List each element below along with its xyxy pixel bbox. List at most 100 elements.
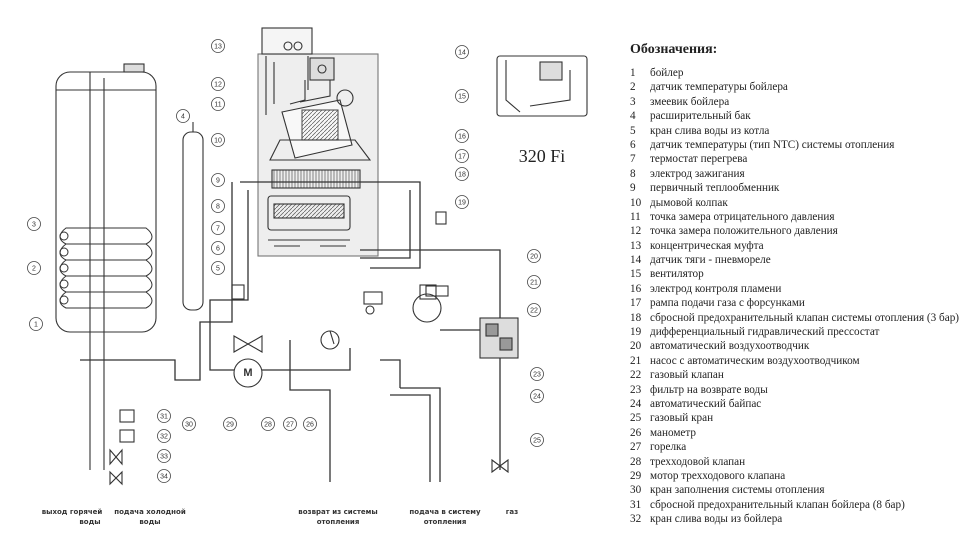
circulation-pump bbox=[412, 284, 442, 323]
callout-number: 3 bbox=[32, 222, 36, 229]
callout-circle bbox=[211, 97, 225, 111]
pressure-gauge bbox=[320, 330, 340, 350]
legend-item-text: датчик температуры бойлера bbox=[650, 81, 788, 94]
three-way-valve bbox=[233, 335, 263, 388]
callout-number: 14 bbox=[458, 50, 466, 57]
legend-item: 24 автоматический байпас bbox=[630, 397, 955, 411]
bottom-connection-labels: выход горячей воды подача холодной воды … bbox=[42, 508, 519, 526]
heating-return-label-line2: отопления bbox=[317, 518, 360, 526]
callout-circle bbox=[211, 77, 225, 91]
callout-circle bbox=[530, 433, 544, 447]
legend-item-number: 25 bbox=[630, 412, 642, 425]
callout-number: 16 bbox=[458, 134, 466, 141]
callout-number: 22 bbox=[530, 308, 538, 315]
draft-pressure-switch bbox=[289, 57, 335, 105]
primary-heat-exchanger bbox=[269, 139, 372, 189]
legend-item-text: газовый клапан bbox=[650, 369, 724, 382]
legend-item-text: бойлер bbox=[650, 67, 684, 79]
callout-circle bbox=[455, 89, 469, 103]
model-inset-box bbox=[496, 55, 588, 117]
legend-item-number: 16 bbox=[630, 282, 642, 295]
hot-water-label-line1: выход горячей bbox=[42, 508, 103, 516]
legend-item-text: точка замера отрицательного давления bbox=[650, 210, 835, 223]
callout-circle bbox=[27, 217, 41, 231]
legend-item-number: 7 bbox=[630, 153, 636, 166]
callout-number: 32 bbox=[160, 434, 168, 441]
callout-circle bbox=[223, 417, 237, 431]
callout-circle bbox=[211, 241, 225, 255]
legend-item: 7 термостат перегрева bbox=[630, 152, 955, 166]
legend-item-text: кран слива воды из котла bbox=[650, 124, 770, 137]
legend-item-text: фильтр на возврате воды bbox=[650, 383, 768, 396]
callout-circle bbox=[527, 275, 541, 289]
callout-number: 34 bbox=[160, 474, 168, 481]
callout-number: 28 bbox=[264, 422, 272, 429]
legend-item-text: расширительный бак bbox=[650, 110, 751, 123]
motor-label: M bbox=[243, 367, 252, 379]
legend-item-text: термостат перегрева bbox=[650, 153, 748, 166]
legend-item-number: 28 bbox=[630, 455, 642, 468]
legend-item: 22 газовый клапан bbox=[630, 368, 955, 382]
legend-item-text: автоматический байпас bbox=[650, 397, 762, 410]
callout-circle bbox=[455, 149, 469, 163]
legend-item-text: дифференциальный гидравлический прессост… bbox=[650, 326, 880, 339]
callout-number: 7 bbox=[216, 226, 220, 233]
callout-number: 21 bbox=[530, 280, 538, 287]
boiler-coil bbox=[59, 227, 153, 309]
callout-number: 18 bbox=[458, 172, 466, 179]
legend-item-number: 30 bbox=[630, 484, 642, 497]
callout-circle bbox=[530, 367, 544, 381]
legend-item-text: электрод зажигания bbox=[650, 167, 745, 180]
callout-number: 10 bbox=[214, 138, 222, 145]
callout-circle bbox=[182, 417, 196, 431]
callout-number: 17 bbox=[458, 154, 466, 161]
legend-item-number: 13 bbox=[630, 239, 642, 252]
legend-item-number: 26 bbox=[630, 426, 642, 439]
callout-circle bbox=[157, 469, 171, 483]
callout-number: 24 bbox=[533, 394, 541, 401]
legend-item-number: 29 bbox=[630, 469, 642, 482]
callout-circle bbox=[211, 133, 225, 147]
callout-circle bbox=[211, 261, 225, 275]
legend-item-text: автоматический воздухоотводчик bbox=[650, 340, 810, 353]
legend-item-text: датчик тяги - пневмореле bbox=[650, 254, 771, 267]
concentric-flue bbox=[261, 27, 313, 115]
callout-number: 8 bbox=[216, 204, 220, 211]
callout-number: 23 bbox=[533, 372, 541, 379]
callout-number: 13 bbox=[214, 44, 222, 51]
legend-item-number: 22 bbox=[630, 369, 642, 382]
callout-circle bbox=[157, 409, 171, 423]
callout-circle bbox=[211, 173, 225, 187]
legend-item-text: кран слива воды из бойлера bbox=[650, 513, 783, 526]
legend-item-text: датчик температуры (тип NTC) системы ото… bbox=[650, 138, 895, 151]
small-components bbox=[231, 211, 449, 315]
burner-assembly bbox=[267, 195, 351, 247]
callout-circle bbox=[29, 317, 43, 331]
callout-number: 6 bbox=[216, 246, 220, 253]
callout-number: 11 bbox=[214, 102, 221, 109]
gas-tap bbox=[491, 458, 509, 474]
callout-circle bbox=[211, 221, 225, 235]
callout-number: 30 bbox=[185, 422, 193, 429]
boiler-safety-valves bbox=[109, 409, 135, 486]
callout-circle bbox=[211, 199, 225, 213]
model-inset-detail bbox=[505, 60, 571, 113]
boiler-casing bbox=[257, 53, 379, 257]
legend-item-number: 24 bbox=[630, 397, 642, 410]
callout-circle bbox=[455, 167, 469, 181]
expansion-vessel bbox=[182, 122, 204, 311]
